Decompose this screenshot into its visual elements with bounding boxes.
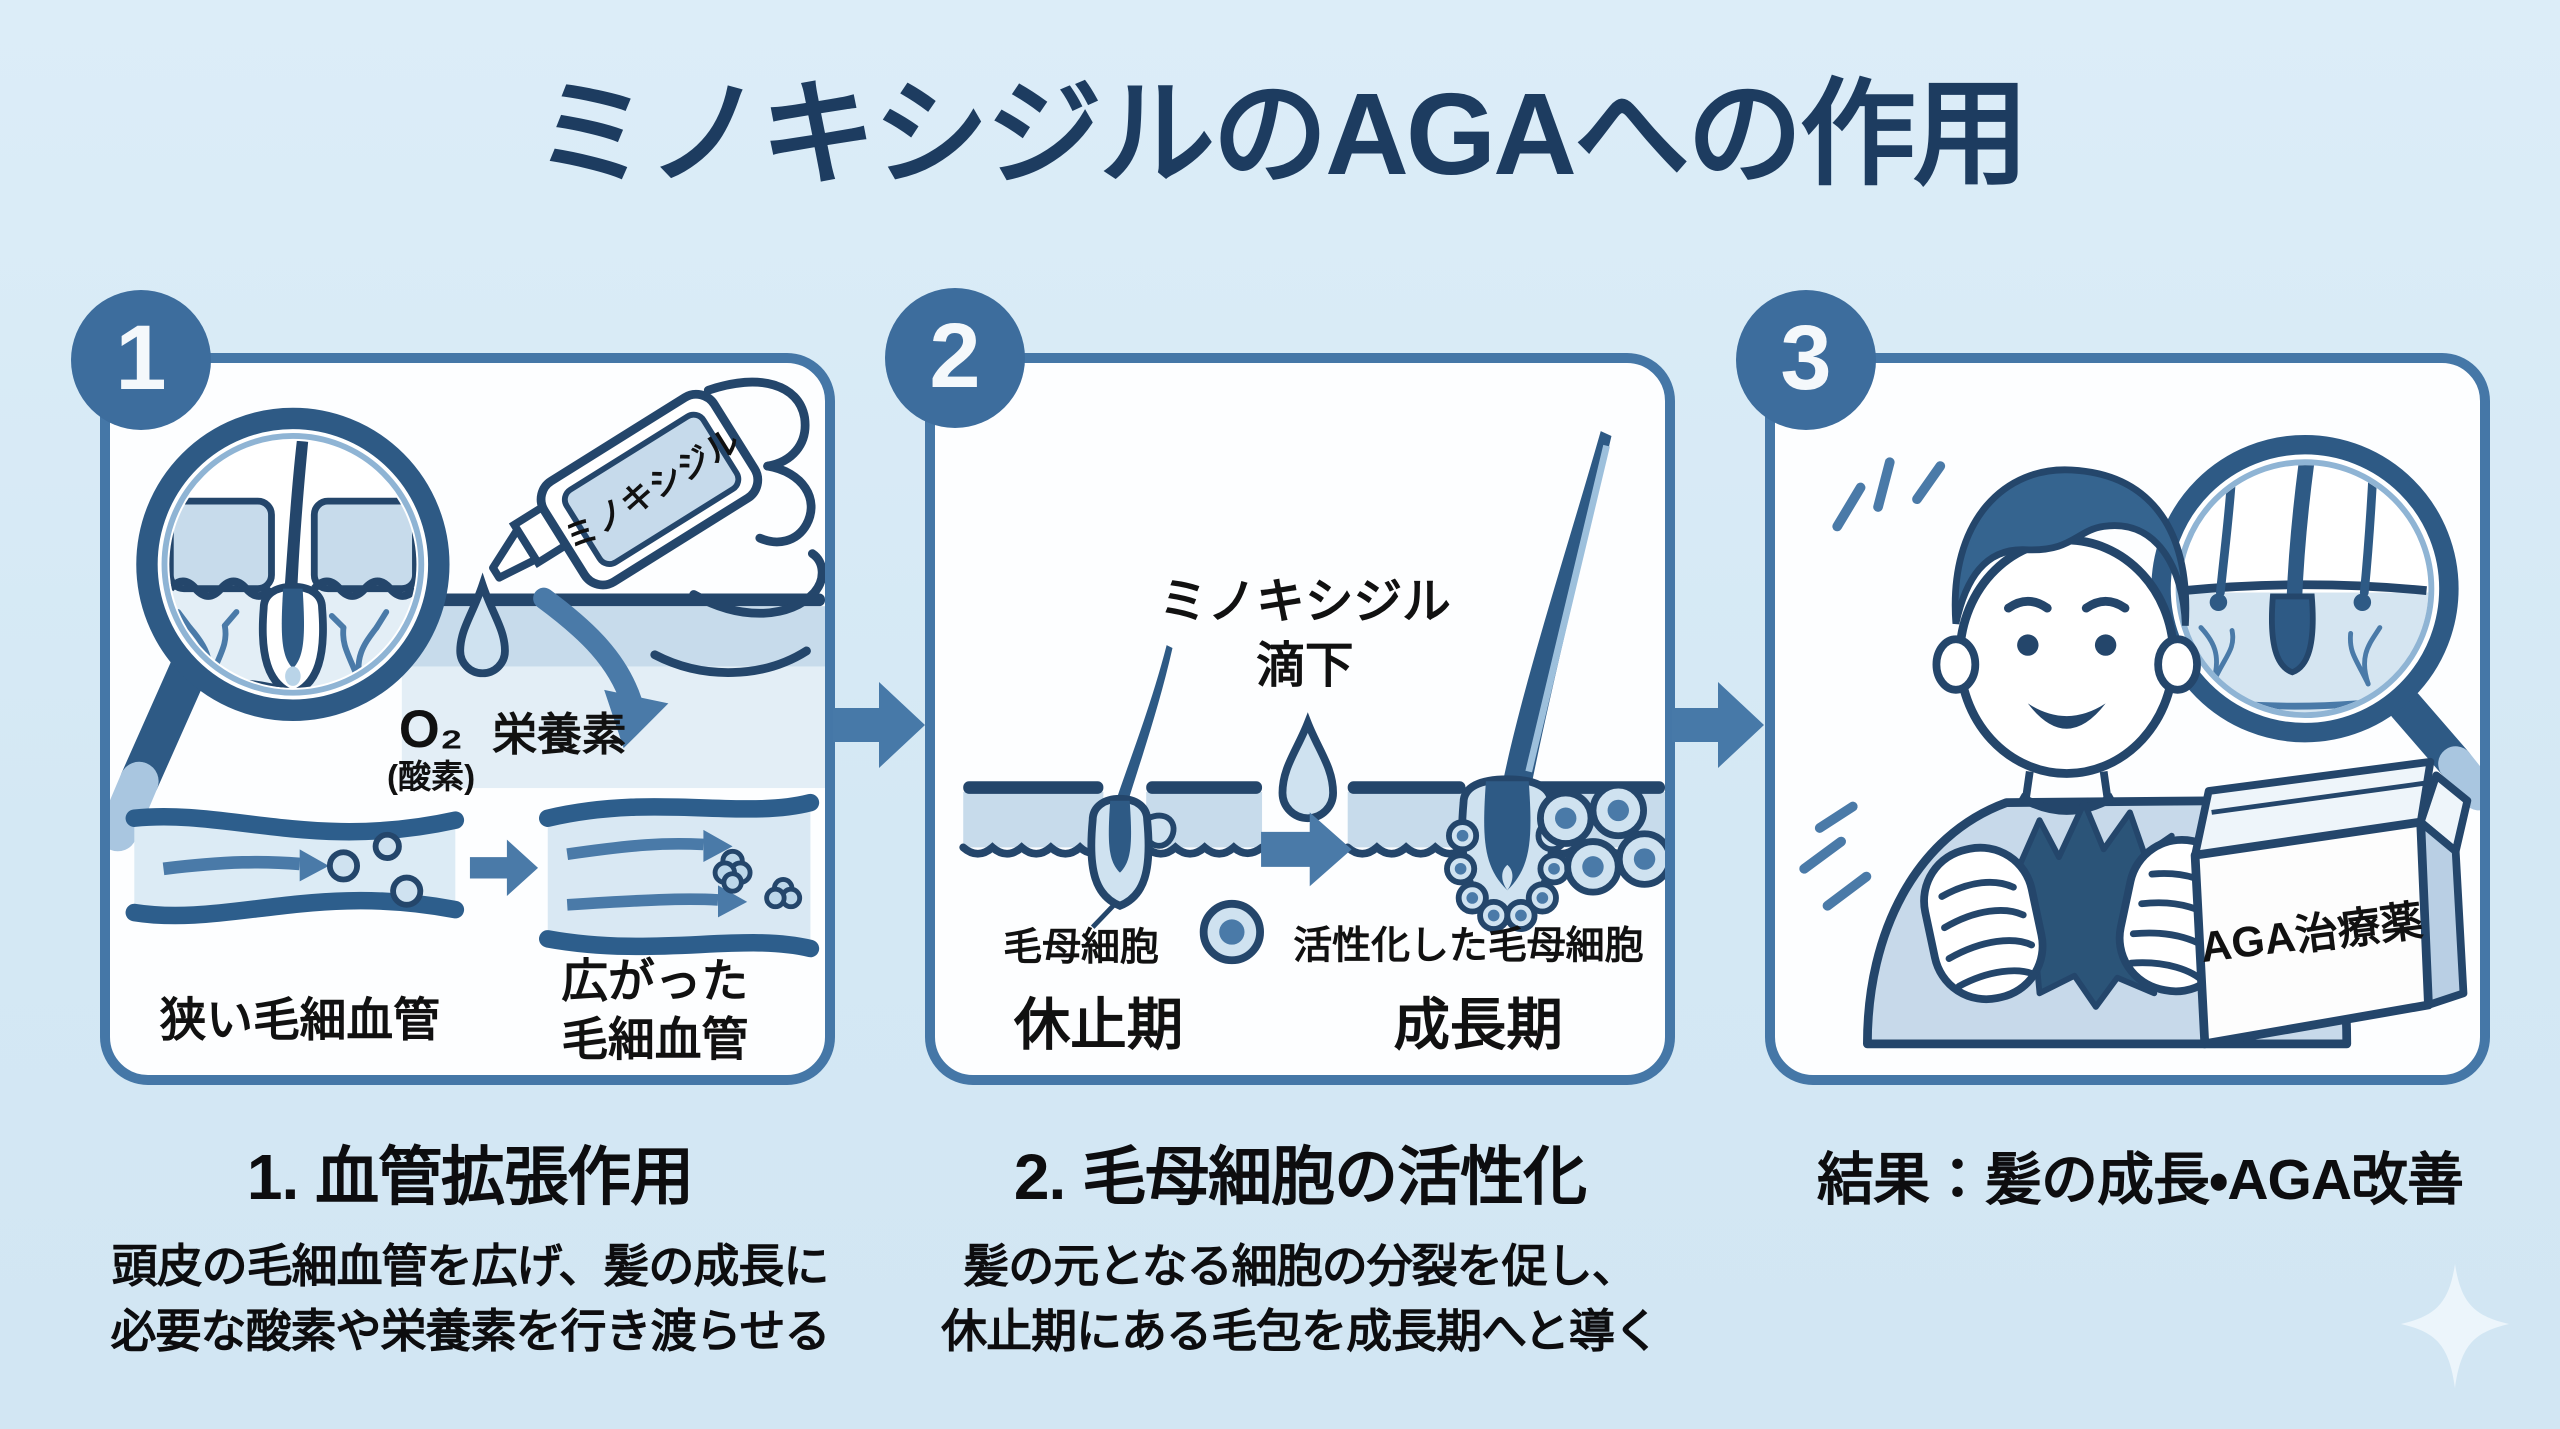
oxygen-note-label: (酸素)	[387, 759, 475, 796]
magnifier-handle	[119, 647, 210, 801]
caption-vasodilation: 1. 血管拡張作用 頭皮の毛細血管を広げ、髪の成長に 必要な酸素や栄養素を行き渡…	[30, 1126, 910, 1365]
widened-vessel-label-line1: 広がった	[561, 955, 748, 1007]
caption-1-title: 1. 血管拡張作用	[246, 1141, 694, 1213]
result-illustration: AGA治療薬	[1799, 434, 2480, 1049]
droplet-icon	[456, 572, 509, 678]
panel-result: AGA治療薬	[1765, 353, 2490, 1085]
caption-3-title: 結果：髪の成長・AGA改善	[1816, 1148, 2464, 1212]
face	[1955, 535, 2179, 778]
telogen-phase-label: 休止期	[1013, 993, 1183, 1056]
panel-hair-matrix-activation: ミノキシジル 滴下	[925, 353, 1675, 1085]
caption-activation: 2. 毛母細胞の活性化 髪の元となる細胞の分裂を促し、 休止期にある毛包を成長期…	[880, 1126, 1720, 1365]
narrow-vessel-label: 狭い毛細血管	[160, 994, 440, 1046]
caption-2-title: 2. 毛母細胞の活性化	[1013, 1141, 1587, 1213]
nutrient-particles	[712, 848, 803, 910]
dropper-bottle-icon: ミノキシジル	[489, 377, 825, 677]
caption-2-body-line2: 休止期にある毛包を成長期へと導く	[941, 1305, 1660, 1358]
sparkle-diamond-icon	[2401, 1264, 2509, 1388]
step-badge-3: 3	[1736, 290, 1876, 430]
short-hair	[1116, 645, 1173, 803]
narrow-capillary-icon	[125, 807, 465, 925]
hair-shaft	[283, 440, 309, 609]
activation-illustration: ミノキシジル 滴下	[959, 431, 1665, 1056]
page-title: ミノキシジルのAGAへの作用	[534, 69, 2029, 199]
nutrients-label: 栄養素	[492, 710, 626, 760]
caption-result: 結果：髪の成長・AGA改善	[1720, 1126, 2560, 1216]
caption-2-body: 髪の元となる細胞の分裂を促し、 休止期にある毛包を成長期へと導く	[880, 1234, 1720, 1365]
drip-label-line1: ミノキシジル	[1159, 575, 1451, 629]
head-hair	[1951, 466, 2190, 626]
anagen-phase-label: 成長期	[1393, 993, 1562, 1056]
flow-arrow-2-icon	[1672, 682, 1764, 768]
smile	[2027, 703, 2106, 729]
oxygen-label: O₂	[399, 700, 463, 759]
epidermis-left	[169, 497, 275, 593]
epidermis-right	[310, 497, 417, 593]
absorption-arrow-icon	[533, 587, 669, 749]
droplet-icon	[1278, 712, 1337, 823]
medicine-box-icon: AGA治療薬	[2190, 757, 2472, 1049]
magnifier-follicle-icon	[110, 407, 450, 852]
sparkle-lines-top-icon	[1832, 457, 1946, 532]
activated-cells-ring	[1444, 819, 1571, 933]
matrix-cells-label: 毛母細胞	[1003, 926, 1159, 969]
step-badge-1: 1	[71, 290, 211, 430]
step-badge-2: 2	[885, 288, 1025, 428]
telogen-follicle-icon	[1087, 645, 1177, 929]
magnifier-handle-tip	[110, 761, 159, 852]
activation-arrow-icon	[1261, 812, 1352, 887]
vessel-change-arrow-icon	[469, 839, 539, 897]
sparkle-lines-left-icon	[1799, 801, 1872, 911]
flow-arrow-1-icon	[833, 682, 925, 768]
activated-matrix-cells-label: 活性化した毛母細胞	[1293, 924, 1643, 967]
widened-vessel-label-line2: 毛細血管	[561, 1014, 748, 1066]
left-hand	[1920, 843, 2047, 1004]
caption-2-body-line1: 髪の元となる細胞の分裂を促し、	[963, 1240, 1638, 1292]
widened-capillary-icon	[539, 793, 820, 958]
panel-vasodilation: ミノキシジル O₂ (酸素) 栄養素	[100, 353, 835, 1085]
magnifier-healthy-hair-icon	[2151, 434, 2480, 811]
healthy-follicle-bulb	[2268, 593, 2316, 676]
dividing-cell-cluster-icon	[1537, 781, 1665, 896]
hand-icon	[650, 377, 825, 677]
vasodilation-illustration: ミノキシジル O₂ (酸素) 栄養素	[110, 377, 825, 1066]
caption-1-body-line2: 必要な酸素や栄養素を行き渡らせる	[110, 1305, 830, 1358]
caption-1-body-line1: 頭皮の毛細血管を広げ、髪の成長に	[111, 1240, 830, 1292]
drip-label-line2: 滴下	[1256, 639, 1353, 693]
caption-1-body: 頭皮の毛細血管を広げ、髪の成長に 必要な酸素や栄養素を行き渡らせる	[30, 1234, 910, 1365]
long-hair	[1503, 431, 1612, 780]
label-pointer-line	[1090, 902, 1117, 929]
resting-cell-icon	[1199, 899, 1264, 965]
